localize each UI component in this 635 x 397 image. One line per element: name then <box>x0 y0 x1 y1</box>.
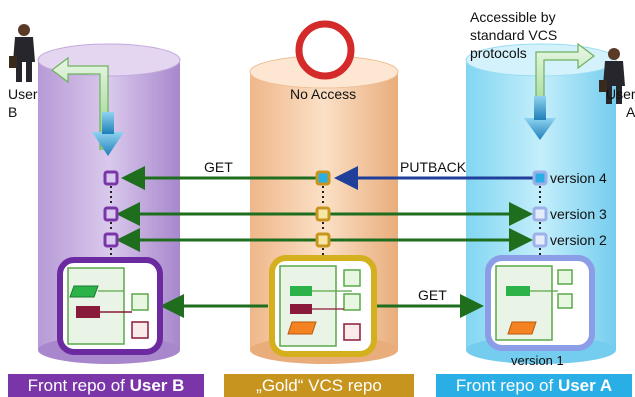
get-bottom-label: GET <box>418 287 447 303</box>
accessible-line-2: standard VCS <box>470 27 557 43</box>
footer-user-a-prefix: Front repo of <box>455 376 558 395</box>
version-4-label: version 4 <box>550 170 607 186</box>
user-b-person-icon <box>9 24 35 82</box>
user-a-person-icon <box>599 48 625 104</box>
no-access-icon <box>295 20 355 80</box>
user-b-label-1: User <box>8 86 38 102</box>
accessible-line-3: protocols <box>470 45 527 61</box>
footer-user-a-bold: User A <box>557 376 613 395</box>
user-a-label-1: User <box>606 86 635 102</box>
get-top-label: GET <box>204 159 233 175</box>
user-a-model-box <box>485 255 595 351</box>
version-2-label: version 2 <box>550 232 607 248</box>
version-1-label: version 1 <box>511 353 564 368</box>
green-bend-arrow-icon <box>51 56 124 156</box>
footer-user-b-prefix: Front repo of <box>27 376 130 395</box>
user-a-version-nodes <box>532 170 548 248</box>
version-3-label: version 3 <box>550 206 607 222</box>
putback-label: PUTBACK <box>400 159 467 175</box>
user-b-version-nodes <box>103 170 119 248</box>
footer-user-b-bold: User B <box>129 376 185 395</box>
accessible-line-1: Accessible by <box>470 9 556 25</box>
gold-model-box <box>269 255 377 357</box>
no-access-label: No Access <box>290 86 356 102</box>
user-b-label-2: B <box>8 104 17 120</box>
footer-gold-text: „Gold“ VCS repo <box>256 376 382 395</box>
user-b-model-box <box>57 257 163 355</box>
gold-version-nodes <box>315 170 331 248</box>
user-a-bend-arrow-icon <box>524 42 595 140</box>
user-a-label-2: A <box>626 104 635 120</box>
footer-gold: „Gold“ VCS repo <box>224 374 414 397</box>
footer-user-a: Front repo of User A <box>436 374 632 397</box>
footer-user-b: Front repo of User B <box>8 374 204 397</box>
